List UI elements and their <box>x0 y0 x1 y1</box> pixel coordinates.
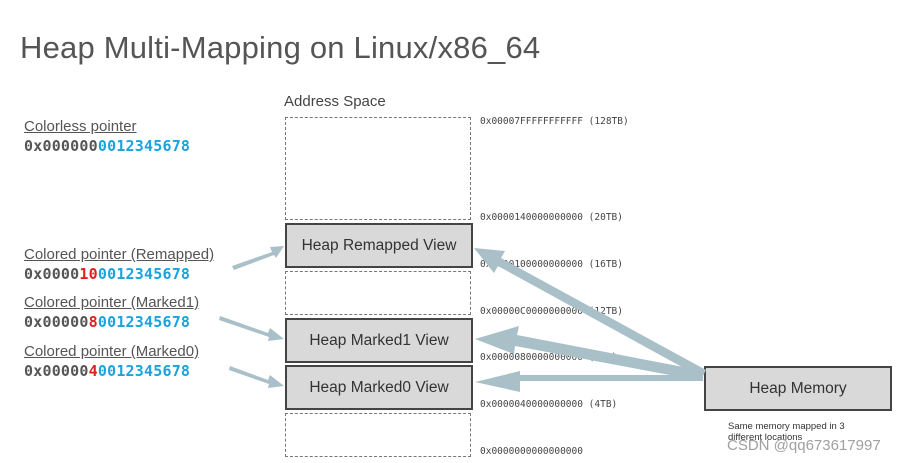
pointer-prefix: 0x00000 <box>24 313 89 331</box>
address-label-8tb: 0x0000080000000000 (8TB) <box>480 352 618 363</box>
colorless-pointer-value: 0x0000000012345678 <box>24 137 190 155</box>
pointer-color-bits: 10 <box>79 265 98 283</box>
heap-to-remapped-arrow <box>474 248 706 378</box>
diagram-title: Heap Multi-Mapping on Linux/x86_64 <box>20 30 541 65</box>
remapped-pointer-label: Colored pointer (Remapped) <box>24 246 215 263</box>
heap-remapped-view: Heap Remapped View <box>285 223 473 268</box>
marked1-pointer-label: Colored pointer (Marked1) <box>24 294 200 311</box>
heap-marked1-view: Heap Marked1 View <box>285 318 473 363</box>
marked0-pointer-arrow <box>229 366 284 388</box>
pointer-address-bits: 0012345678 <box>97 313 191 331</box>
pointer-color-bits: 8 <box>88 313 98 331</box>
heap-marked0-view: Heap Marked0 View <box>285 365 473 410</box>
address-label-0: 0x0000000000000000 <box>480 446 583 457</box>
address-label-4tb: 0x0000040000000000 (4TB) <box>480 399 618 410</box>
pointer-prefix: 0x0000 <box>24 265 80 283</box>
heap-to-marked0-arrow <box>475 371 703 392</box>
address-region-unused-top <box>285 117 471 220</box>
remapped-pointer-arrow <box>232 246 284 270</box>
pointer-color-bits: 4 <box>88 362 98 380</box>
marked0-pointer-label: Colored pointer (Marked0) <box>24 343 200 360</box>
pointer-address-bits: 0012345678 <box>97 265 191 283</box>
pointer-address-bits: 0012345678 <box>97 137 191 155</box>
marked1-pointer-value: 0x0000080012345678 <box>24 313 190 331</box>
heap-to-marked1-arrow <box>475 326 704 381</box>
pointer-prefix: 0x00000 <box>24 362 89 380</box>
address-region-gap-12-16tb <box>285 271 471 315</box>
marked0-pointer-value: 0x0000040012345678 <box>24 362 190 380</box>
address-space-label: Address Space <box>284 93 386 110</box>
address-label-16tb: 0x0000100000000000 (16TB) <box>480 259 623 270</box>
remapped-pointer-value: 0x0000100012345678 <box>24 265 190 283</box>
heap-memory-note: Same memory mapped in 3 different locati… <box>728 421 845 443</box>
colorless-pointer-label: Colorless pointer <box>24 118 137 135</box>
pointer-prefix: 0x000000 <box>24 137 98 155</box>
heap-memory-box: Heap Memory <box>704 366 892 411</box>
address-label-20tb: 0x0000140000000000 (20TB) <box>480 212 623 223</box>
address-label-128tb: 0x00007FFFFFFFFFFF (128TB) <box>480 116 629 127</box>
pointer-address-bits: 0012345678 <box>97 362 191 380</box>
address-label-12tb: 0x00000C0000000000 (12TB) <box>480 306 623 317</box>
marked1-pointer-arrow <box>219 316 284 341</box>
address-region-bottom <box>285 413 471 457</box>
watermark: CSDN @qq673617997 <box>727 437 881 454</box>
